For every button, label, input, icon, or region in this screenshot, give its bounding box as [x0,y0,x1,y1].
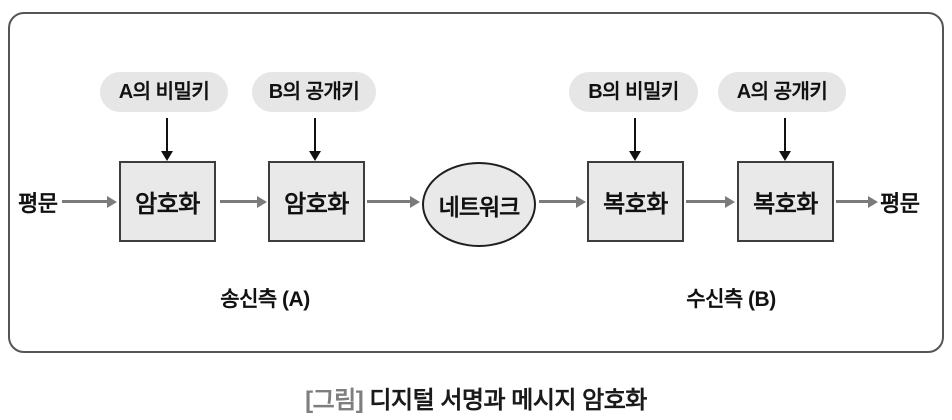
key-pill-a-private: A의 비밀키 [100,72,228,112]
plaintext-left-label: 평문 [18,191,58,216]
caption-text: 디지털 서명과 메시지 암호화 [369,387,647,414]
arrow-down-icon [314,118,316,152]
caption-prefix: [그림] [305,387,364,414]
arrow-right-icon [220,200,258,203]
encrypt-box-2: 암호화 [268,161,365,242]
arrow-right-icon [686,200,726,203]
arrow-right-icon [836,200,869,203]
figure-caption: [그림] 디지털 서명과 메시지 암호화 [0,380,952,415]
arrow-down-icon [634,118,636,152]
arrow-down-icon [166,118,168,152]
arrow-right-icon [62,200,108,203]
decrypt-box-1: 복호화 [587,161,684,242]
key-pill-b-public: B의 공개키 [252,72,376,112]
arrow-down-icon [784,118,786,152]
receiver-side-label: 수신측 (B) [686,288,776,311]
key-pill-b-private: B의 비밀키 [569,72,698,112]
encrypt-box-1: 암호화 [119,161,216,242]
arrow-right-icon [367,200,411,203]
plaintext-right-label: 평문 [880,191,920,216]
decrypt-box-2: 복호화 [737,161,834,242]
arrow-right-icon [539,200,577,203]
sender-side-label: 송신측 (A) [220,288,310,311]
network-ellipse: 네트워크 [422,162,536,247]
key-pill-a-public: A의 공개키 [718,72,846,112]
